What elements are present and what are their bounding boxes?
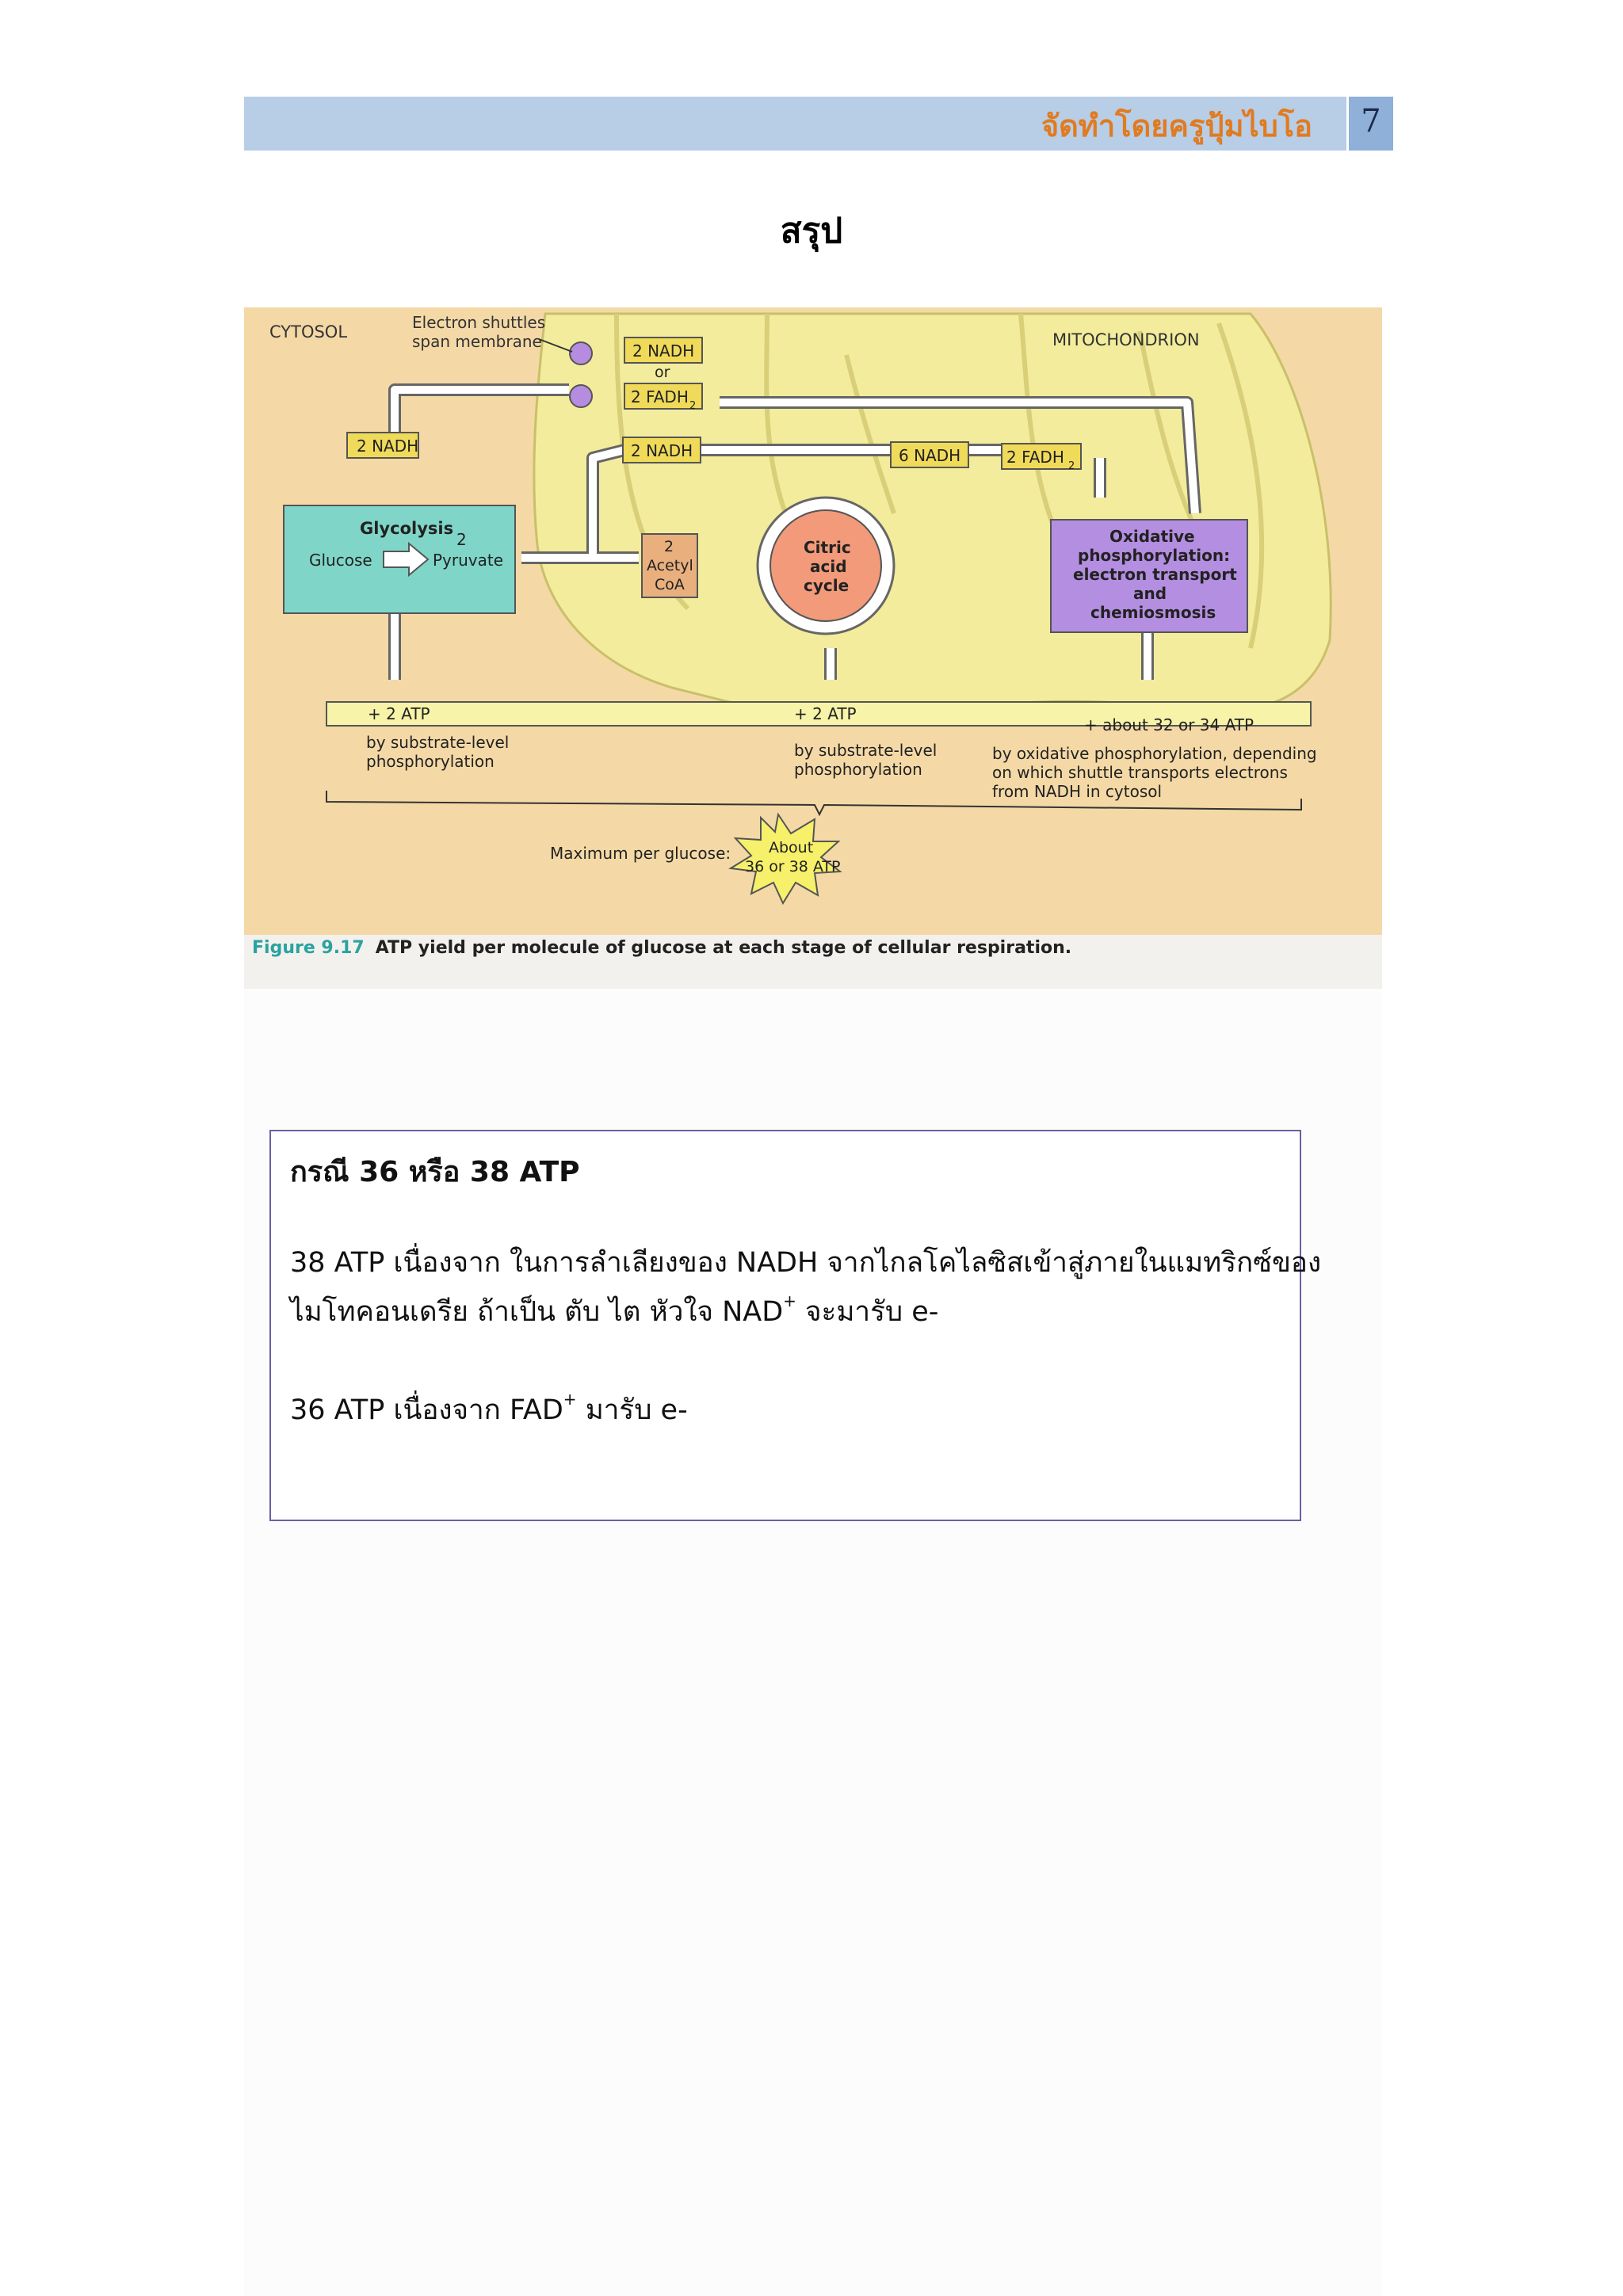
respiration-diagram: CYTOSOL MITOCHONDRION Electron shuttles … xyxy=(244,307,1382,935)
note-line-38-atp: 38 ATP เนื่องจาก ในการลำเลียงของ NADH จา… xyxy=(290,1247,1322,1279)
citric-line1: Citric xyxy=(804,538,851,557)
note-line3-superscript: + xyxy=(563,1390,577,1409)
desc-citric-line1: by substrate-level xyxy=(794,741,937,760)
cycle-fadh2-subscript: 2 xyxy=(1068,460,1075,472)
shuttle-label-line1: Electron shuttles xyxy=(412,313,545,332)
note-line2-tail: จะมารับ e- xyxy=(796,1296,939,1328)
star-line1: About xyxy=(769,839,813,856)
oxphos-line2: phosphorylation: xyxy=(1078,546,1230,565)
oxphos-line1: Oxidative xyxy=(1109,527,1195,546)
note-line3-tail: มารับ e- xyxy=(576,1394,688,1426)
note-line-36-atp: 36 ATP เนื่องจาก FAD+ มารับ e- xyxy=(290,1388,688,1432)
note-line2-superscript: + xyxy=(783,1291,796,1310)
acetyl-line1: 2 xyxy=(664,538,674,555)
atp-total-starburst xyxy=(728,812,842,906)
desc-oxphos-line3: from NADH in cytosol xyxy=(992,782,1162,801)
star-line2: 36 or 38 ATP xyxy=(745,858,841,875)
atp-oxphos: + about 32 or 34 ATP xyxy=(1084,715,1254,734)
note-line3-text: 36 ATP เนื่องจาก FAD xyxy=(290,1394,563,1426)
note-line-nad: ไมโทคอนเดรีย ถ้าเป็น ตับ ไต หัวใจ NAD+ จ… xyxy=(290,1290,938,1333)
oxphos-line4: and xyxy=(1133,584,1167,603)
desc-citric-line2: phosphorylation xyxy=(794,760,922,779)
glycolysis-title: Glycolysis xyxy=(360,519,453,538)
atp-yield-bar xyxy=(326,701,1312,727)
summary-brace xyxy=(326,791,1302,817)
pyruvate-nadh-label: 2 NADH xyxy=(631,441,693,460)
header-title: จัดทำโดยครูปุ้มไบโอ xyxy=(1041,109,1312,143)
desc-oxphos-line2: on which shuttle transports electrons xyxy=(992,763,1288,782)
glycolysis-two: 2 xyxy=(456,530,467,549)
shuttle-nadh-label: 2 NADH xyxy=(632,341,694,360)
acetyl-line3: CoA xyxy=(655,576,685,593)
figure-caption-text: ATP yield per molecule of glucose at eac… xyxy=(375,938,1072,958)
citric-line3: cycle xyxy=(804,576,849,595)
pyruvate-nadh-box xyxy=(622,437,701,463)
atp-citric: + 2 ATP xyxy=(794,704,857,723)
shuttle-fadh2-box xyxy=(624,383,703,410)
shuttle-circle-bottom xyxy=(569,384,593,408)
shuttle-label-line2: span membrane xyxy=(412,332,542,351)
note-line2-text: ไมโทคอนเดรีย ถ้าเป็น ตับ ไต หัวใจ NAD xyxy=(290,1296,784,1328)
shuttle-nadh-box xyxy=(624,337,703,364)
atp-glycolysis: + 2 ATP xyxy=(368,704,430,723)
note-heading: กรณี 36 หรือ 38 ATP xyxy=(290,1156,580,1188)
cristae-lines xyxy=(614,313,1265,649)
desc-oxphos-line1: by oxidative phosphorylation, depending xyxy=(992,744,1317,763)
fadh2-subscript: 2 xyxy=(689,400,696,412)
desc-glycolysis-line1: by substrate-level xyxy=(366,733,509,752)
pyruvate-label: Pyruvate xyxy=(433,551,503,570)
glycolysis-nadh-label: 2 NADH xyxy=(357,437,418,456)
desc-glycolysis-line2: phosphorylation xyxy=(366,752,495,771)
glycolysis-inner-arrow xyxy=(383,541,430,578)
max-per-glucose-label: Maximum per glucose: xyxy=(550,844,731,863)
oxphos-box xyxy=(1050,519,1248,633)
shuttle-fadh2-label: 2 FADH xyxy=(631,387,689,406)
atp-yield-figure: CYTOSOL MITOCHONDRION Electron shuttles … xyxy=(244,307,1382,989)
header-band: จัดทำโดยครูปุ้มไบโอ 7 xyxy=(244,97,1393,151)
note-box: กรณี 36 หรือ 38 ATP 38 ATP เนื่องจาก ในก… xyxy=(269,1130,1321,1521)
citric-line2: acid xyxy=(810,557,847,576)
mitochondrion-shape xyxy=(533,312,1332,717)
shuttle-pointer xyxy=(538,338,573,353)
oxphos-line3: electron transport xyxy=(1073,565,1237,584)
page-heading: สรุป xyxy=(780,211,843,251)
acetyl-line2: Acetyl xyxy=(647,557,693,574)
cytosol-label: CYTOSOL xyxy=(269,322,347,341)
acetyl-coa-box xyxy=(641,533,698,598)
shuttle-or-label: or xyxy=(655,364,670,381)
cycle-fadh2-label: 2 FADH xyxy=(1006,448,1064,467)
cycle-fadh2-box xyxy=(1001,443,1082,470)
page-number: 7 xyxy=(1346,97,1393,151)
citric-cycle-core xyxy=(769,509,882,622)
figure-caption-label: Figure 9.17 xyxy=(252,938,365,958)
mitochondrion-label: MITOCHONDRION xyxy=(1052,330,1200,349)
glucose-label: Glucose xyxy=(309,551,372,570)
shuttle-circle-top xyxy=(569,341,593,365)
cycle-nadh-box xyxy=(890,441,969,468)
figure-caption: Figure 9.17 ATP yield per molecule of glu… xyxy=(252,938,1071,958)
cycle-nadh-label: 6 NADH xyxy=(899,446,960,465)
oxphos-line5: chemiosmosis xyxy=(1090,603,1216,622)
glycolysis-nadh-box xyxy=(346,432,419,459)
